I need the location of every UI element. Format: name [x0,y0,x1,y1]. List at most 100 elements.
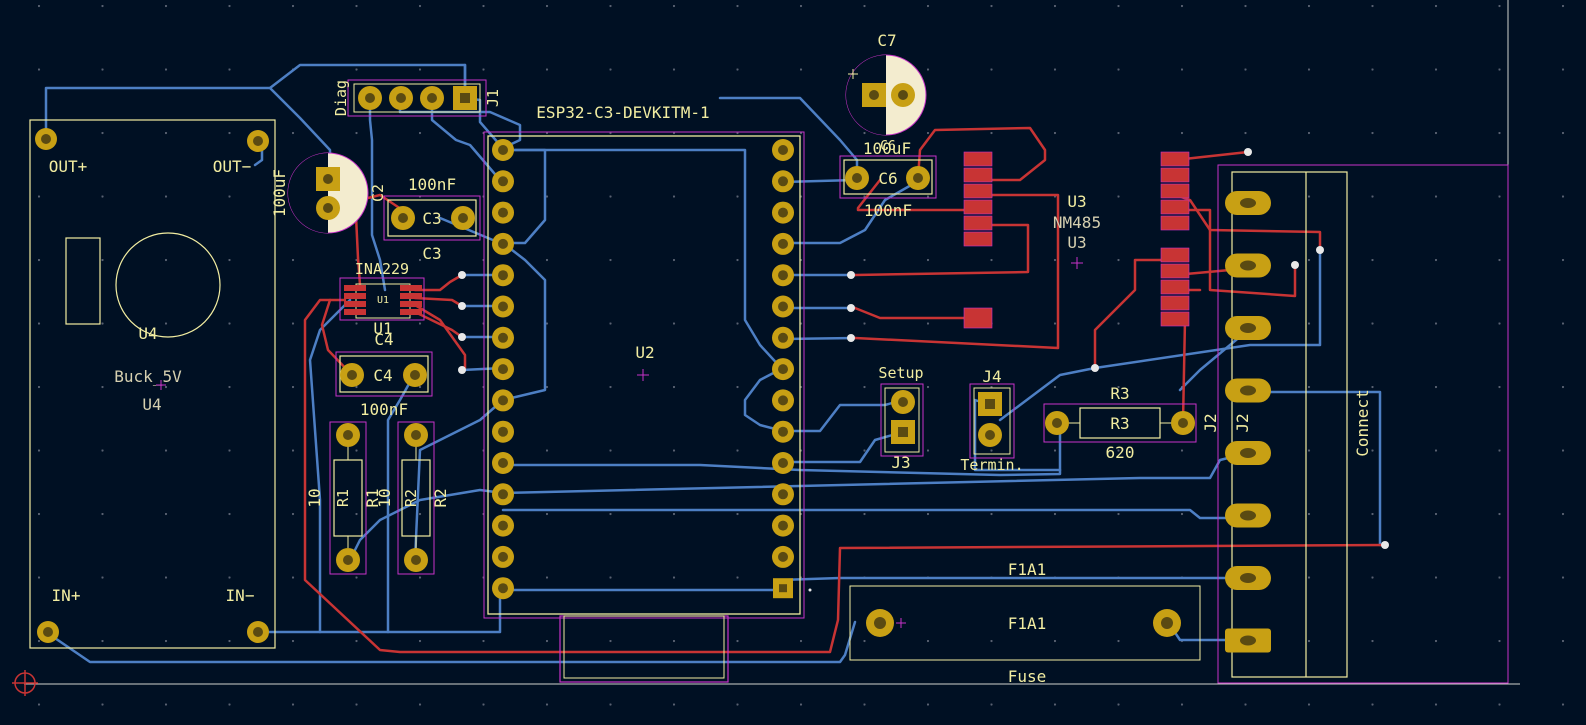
footprint-j3-setup[interactable]: Setup J3 [878,364,923,472]
footprint-u2-esp32[interactable]: ESP32-C3-DEVKITM-1 U2 [483,103,805,683]
c2-ref-label: C2 [369,184,387,202]
j2-pad [1225,253,1271,278]
r2-ref2-label: R2 [431,488,450,507]
esp-pad [492,452,514,474]
esp-pad [492,420,514,443]
esp-value-label: ESP32-C3-DEVKITM-1 [536,103,709,122]
setup-value-label: Setup [878,364,923,382]
ina-value-label: INA229 [355,260,409,278]
esp-pad [492,358,514,381]
c6-value-label: 100nF [864,201,912,220]
j3-ref-label: J3 [891,453,910,472]
c7-value-label: 100uF [863,139,911,158]
r1-ref2-label: R1 [363,488,382,507]
c6-ref-label: C6 [878,169,897,188]
j2-pad [1225,191,1271,215]
r3-value-label: 620 [1106,443,1135,462]
esp-pad [492,545,514,568]
esp-pad [772,170,794,193]
vias [458,148,1389,592]
esp-pad [772,358,794,381]
esp-pad [772,232,794,255]
footprint-c6[interactable]: C6 C6 100nF [839,139,937,220]
footprint-c3[interactable]: C3 C3 [383,195,481,263]
u1-ref-label: U1 [373,319,392,338]
c4-ref2-label: C4 [374,330,393,349]
j4-value-label: Termin. [960,456,1023,474]
footprint-r3[interactable]: R3 R3 620 [1043,384,1197,462]
esp-pad [772,545,794,568]
esp-pad [492,139,514,161]
f1-ref2-label: F1A1 [1008,614,1047,633]
u4-pads [35,128,269,643]
c7-ref-label: C7 [877,31,896,50]
esp-pad [492,170,514,193]
esp-pad [772,264,794,287]
esp-pad [772,139,794,161]
footprint-j1-diag[interactable]: J1 Diag [332,79,502,117]
esp-pad [492,201,514,224]
esp-pad [772,420,794,443]
c3-ref2-label: C3 [422,244,441,263]
u1-small-label: U1 [377,295,389,306]
j2-value-label: Connect [1353,389,1372,456]
u4-out-minus-label: OUT− [213,157,252,176]
page-origin-marker [12,670,38,696]
esp-pad [492,389,514,412]
r2-ref-label: R2 [402,489,420,507]
u4-ref2-label: U4 [142,395,161,414]
footprint-u1-ina229[interactable]: INA229 U1 U1 [339,260,425,338]
c4-ref-label: C4 [373,366,392,385]
j2-pads [1225,191,1271,653]
esp-pad [492,514,514,537]
esp-pad [492,577,514,600]
esp-pad [772,483,794,506]
footprint-c2[interactable]: 100uF C2 100nF [270,152,456,234]
j4-ref-label: J4 [982,367,1001,386]
c4-value-label: 100nF [360,400,408,419]
footprint-j2-connect[interactable]: J2 J2 Connect [1201,164,1509,684]
esp-pad [772,201,794,224]
footprint-c4[interactable]: C4 C4 100nF [335,330,433,419]
footprint-c7[interactable]: C7 100uF [845,31,927,158]
r3-ref-label: R3 [1110,414,1129,433]
esp-pad [772,389,794,412]
footprint-u4-buck[interactable]: OUT+ OUT− IN+ IN− U4 Buck_5V U4 [29,119,276,649]
footprint-u3-nm485[interactable]: U3 NM485 U3 [963,151,1190,329]
c2-value-label: 100uF [270,169,289,217]
f1-ref-label: F1A1 [1008,560,1047,579]
footprint-j4-termination[interactable]: J4 Termin. [960,367,1023,474]
r3-ref2-label: R3 [1110,384,1129,403]
u3-value-label: NM485 [1053,213,1101,232]
esp-pad [772,514,794,537]
u3-ref-label: U3 [1067,192,1086,211]
c6-ref2-label: C6 [880,139,896,154]
esp-pad [492,232,514,255]
footprint-f1a1-fuse[interactable]: F1A1 F1A1 Fuse [849,560,1201,686]
j2-pad [1225,503,1271,528]
u4-ref-label: U4 [138,324,157,343]
j2-pad [1225,378,1271,403]
u4-out-plus-label: OUT+ [49,157,88,176]
r2-value-label: 10 [375,488,394,507]
r1-ref-label: R1 [334,489,352,507]
esp-pad [492,264,514,287]
j2-ref-label: J2 [1201,413,1220,432]
f1-value-label: Fuse [1008,667,1047,686]
esp-right-pads [772,139,794,599]
j2-pad [1225,566,1271,590]
esp-pad [772,326,794,349]
esp-pad [772,295,794,318]
u4-in-plus-label: IN+ [52,586,81,605]
esp-pad [772,452,794,474]
j2-pad [1225,316,1271,340]
c3-ref-label: C3 [422,209,441,228]
footprint-r1[interactable]: R1 R1 10 [305,421,382,575]
r1-value-label: 10 [305,488,324,507]
j2-pad [1225,441,1271,465]
esp-left-pads [492,139,514,600]
footprint-r2[interactable]: R2 R2 10 [375,421,450,575]
esp-pad [492,295,514,318]
